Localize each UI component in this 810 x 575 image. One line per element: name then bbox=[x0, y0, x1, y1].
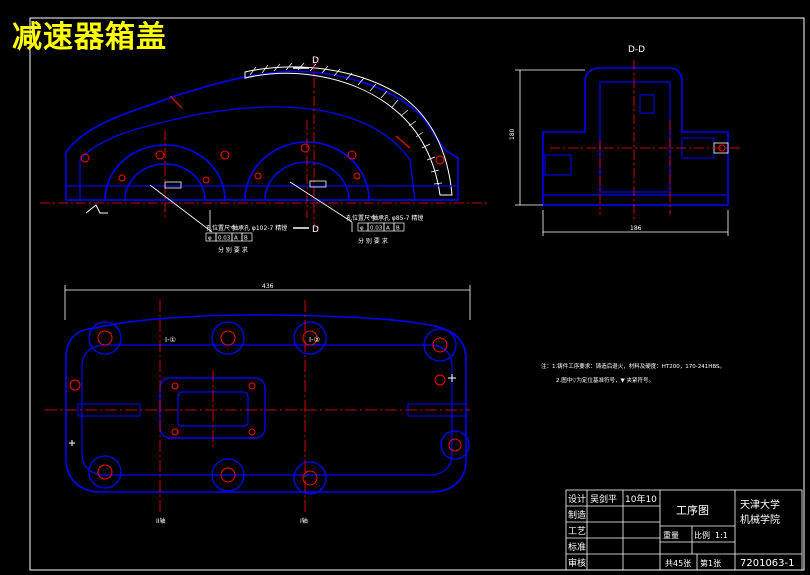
bottom-axis-label-1: II轴 bbox=[156, 517, 166, 525]
svg-text:0.03: 0.03 bbox=[370, 226, 383, 232]
svg-text:比例: 比例 bbox=[694, 530, 710, 540]
sheets-total: 共45张 bbox=[665, 559, 691, 568]
drawing-name: 工序图 bbox=[676, 503, 709, 517]
cut-mark-top: D bbox=[312, 56, 319, 66]
sheet-number: 第1张 bbox=[700, 558, 721, 568]
svg-text:轴承孔 φ102-7 精镗: 轴承孔 φ102-7 精镗 bbox=[232, 224, 287, 232]
cut-marks: D D bbox=[293, 56, 319, 235]
svg-text:制造: 制造 bbox=[568, 509, 586, 521]
svg-text:0.03: 0.03 bbox=[218, 236, 231, 242]
note-1: 注：1.铸件工序要求：铸造后退火，材料及硬度：HT200，170-241HBS。 bbox=[541, 362, 725, 370]
cut-mark-bottom: D bbox=[312, 225, 319, 235]
svg-text:B: B bbox=[396, 226, 400, 232]
title-block bbox=[565, 489, 803, 571]
designer: 吴剑平 bbox=[590, 493, 617, 505]
axis-label-2: I-② bbox=[309, 336, 320, 344]
plan-view: 436 bbox=[45, 283, 471, 525]
svg-text:分 别 要 求: 分 别 要 求 bbox=[218, 246, 248, 254]
bottom-axis-label-2: I轴 bbox=[300, 517, 308, 525]
section-view-dd: D-D 180 186 bbox=[509, 45, 740, 236]
hatch-lines bbox=[249, 62, 443, 185]
svg-text:B: B bbox=[244, 236, 248, 242]
bearing-note-left: 孔位置尺寸 轴承孔 φ102-7 精镗 φ 0.03 A B 分 别 要 求 bbox=[205, 224, 287, 254]
front-view bbox=[40, 60, 490, 233]
svg-text:审核: 审核 bbox=[568, 557, 586, 569]
svg-text:孔位置尺寸: 孔位置尺寸 bbox=[346, 214, 376, 222]
dim-height: 180 bbox=[509, 128, 516, 140]
svg-text:A: A bbox=[234, 236, 238, 242]
drawing-frame bbox=[29, 17, 805, 571]
svg-text:工艺: 工艺 bbox=[568, 526, 586, 537]
svg-text:轴承孔 φ85-7 精镗: 轴承孔 φ85-7 精镗 bbox=[372, 214, 423, 222]
svg-text:φ: φ bbox=[208, 236, 212, 242]
svg-text:标准: 标准 bbox=[568, 541, 586, 553]
title-block-text: 设计 制造 工艺 标准 审核 吴剑平 10年10 工序图 重量 比例 1:1 共… bbox=[568, 493, 795, 569]
svg-text:分 别 要 求: 分 别 要 求 bbox=[358, 237, 388, 245]
drawing-number: 7201063-1 bbox=[740, 558, 795, 569]
axis-label-1: I-① bbox=[165, 336, 176, 344]
bearing-note-right: 孔位置尺寸 轴承孔 φ85-7 精镗 φ 0.03 A B 分 别 要 求 bbox=[346, 214, 423, 245]
svg-text:A: A bbox=[386, 226, 390, 232]
dim-width: 186 bbox=[630, 225, 642, 232]
svg-text:φ: φ bbox=[360, 226, 364, 232]
dim-length: 436 bbox=[262, 283, 274, 290]
svg-text:孔位置尺寸: 孔位置尺寸 bbox=[206, 224, 236, 232]
technical-notes: 注：1.铸件工序要求：铸造后退火，材料及硬度：HT200，170-241HBS。… bbox=[541, 362, 725, 384]
drawing-title: 减速器箱盖 bbox=[12, 20, 167, 55]
note-2: 2.图中▽为定位基准符号，▼ 夹紧符号。 bbox=[556, 376, 654, 384]
school: 天津大学 bbox=[740, 498, 780, 511]
svg-text:设计: 设计 bbox=[568, 493, 586, 505]
section-label: D-D bbox=[628, 45, 645, 55]
centerlines bbox=[40, 60, 490, 228]
scale: 1:1 bbox=[715, 531, 728, 540]
svg-text:重量: 重量 bbox=[663, 530, 679, 540]
design-date: 10年10 bbox=[625, 493, 657, 505]
college: 机械学院 bbox=[740, 513, 780, 526]
